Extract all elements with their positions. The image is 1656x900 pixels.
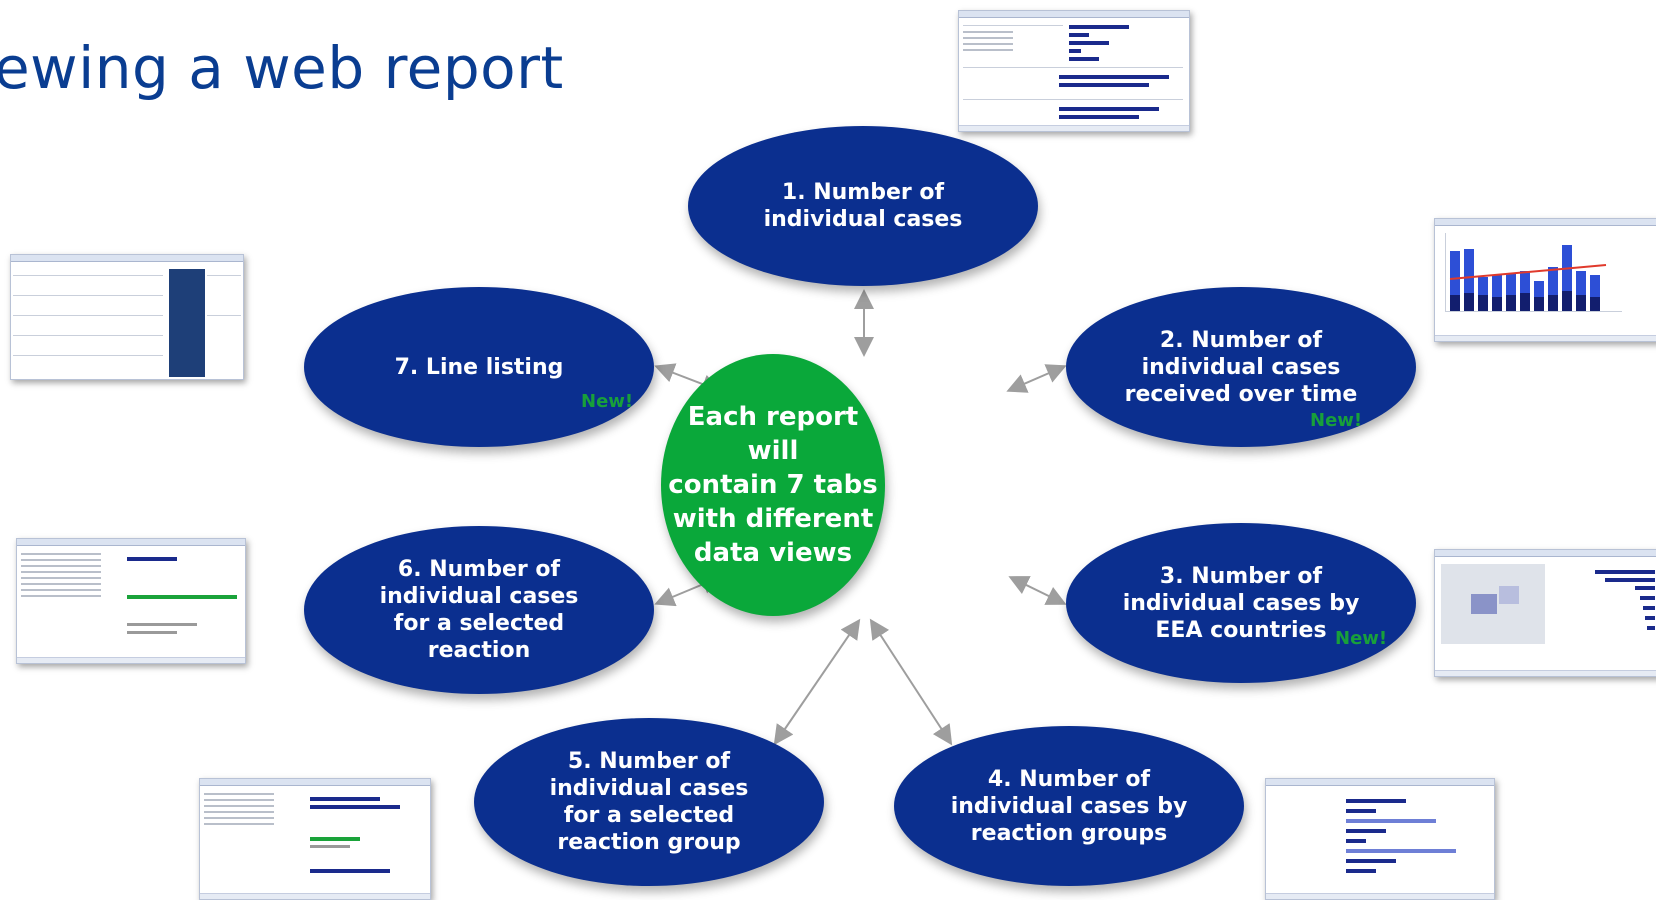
thumbnail-tab-4 [1265, 778, 1495, 900]
thumbnail-tab-7 [10, 254, 244, 380]
arrow-tab-4 [869, 618, 953, 746]
tab-3-new-badge: New! [1335, 628, 1388, 649]
thumbnail-tab-2 [1434, 218, 1656, 342]
arrow-tab-2 [1006, 364, 1067, 393]
arrow-tab-3 [1008, 576, 1067, 605]
tab-6-selected-reaction[interactable]: 6. Number of individual cases for a sele… [304, 526, 654, 694]
thumbnail-tab-6 [16, 538, 246, 664]
slide-title: ewing a web report [0, 34, 564, 102]
center-ellipse: Each report will contain 7 tabs with dif… [661, 354, 885, 616]
thumbnail-tab-1 [958, 10, 1190, 132]
tab-2-label: 2. Number of individual cases received o… [1124, 327, 1358, 407]
tab-3-label: 3. Number of individual cases by EEA cou… [1122, 563, 1360, 643]
thumbnail-tab-3 [1434, 549, 1656, 677]
tab-6-label: 6. Number of individual cases for a sele… [379, 557, 579, 663]
tab-2-cases-over-time[interactable]: 2. Number of individual cases received o… [1066, 287, 1416, 447]
tab-7-label: 7. Line listing [394, 354, 564, 380]
tab-7-new-badge: New! [581, 391, 634, 412]
tab-4-label: 4. Number of individual cases by reactio… [950, 766, 1188, 846]
tab-5-label: 5. Number of individual cases for a sele… [549, 749, 749, 855]
arrow-tab-5 [773, 618, 861, 746]
tab-4-cases-by-reaction-groups[interactable]: 4. Number of individual cases by reactio… [894, 726, 1244, 886]
tab-7-line-listing[interactable]: 7. Line listing [304, 287, 654, 447]
tab-5-selected-reaction-group[interactable]: 5. Number of individual cases for a sele… [474, 718, 824, 886]
tab-1-number-of-individual-cases[interactable]: 1. Number of individual cases [688, 126, 1038, 286]
thumbnail-tab-5 [199, 778, 431, 900]
tab-2-new-badge: New! [1310, 410, 1363, 431]
tab-1-label: 1. Number of individual cases [763, 180, 963, 232]
center-label: Each report will contain 7 tabs with dif… [668, 402, 878, 568]
tab-3-cases-by-eea-countries[interactable]: 3. Number of individual cases by EEA cou… [1066, 523, 1416, 683]
